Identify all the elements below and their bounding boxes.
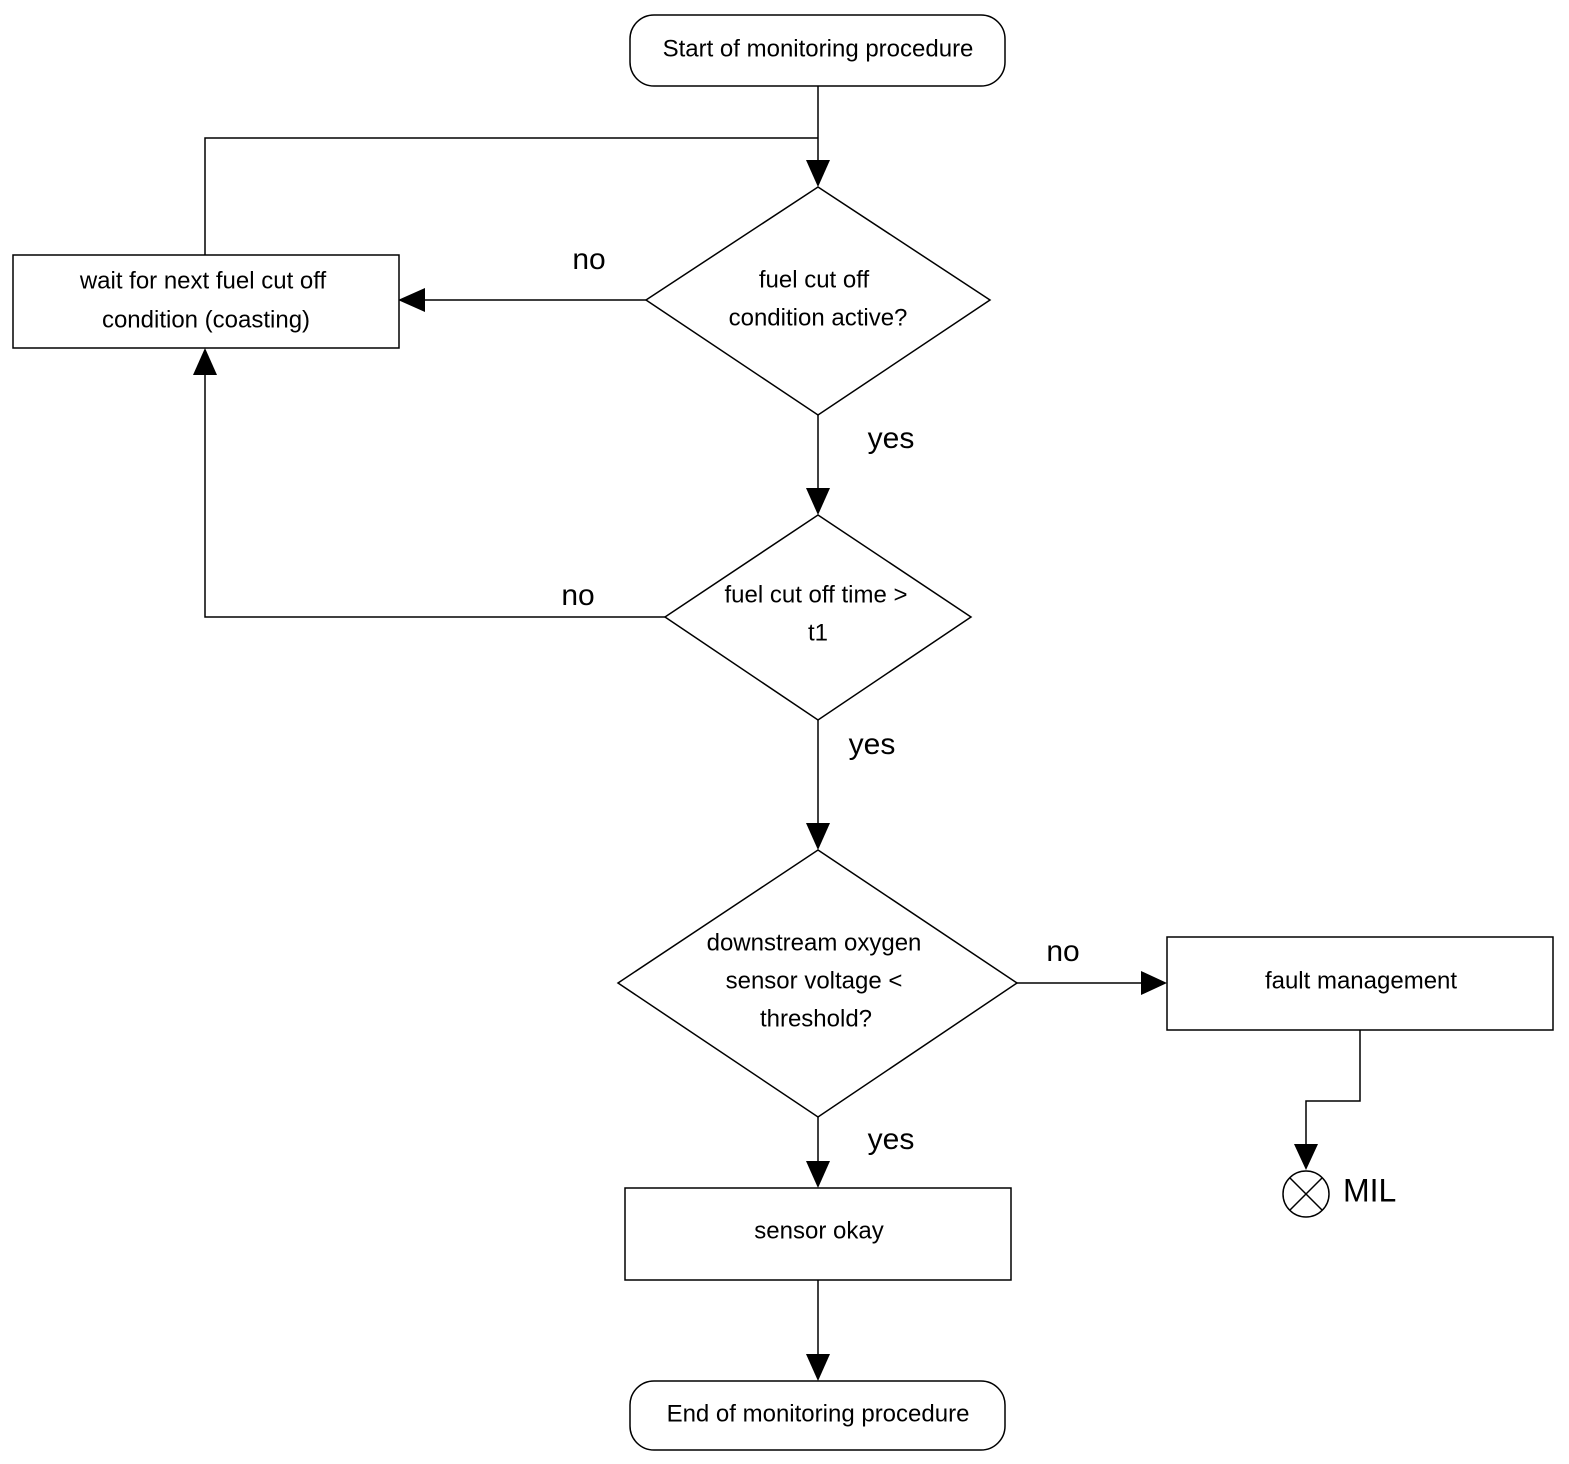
connector-time-no bbox=[204, 374, 665, 618]
connector-wait-loop-back bbox=[204, 137, 818, 255]
decision-fuel-cut-active-line1: fuel cut off bbox=[759, 266, 870, 293]
process-wait-next-fuel-cut-line2: condition (coasting) bbox=[102, 306, 310, 333]
process-wait-next-fuel-cut: wait for next fuel cut off condition (co… bbox=[12, 254, 400, 349]
edge-labels: no yes no yes no yes bbox=[561, 243, 1079, 1156]
arrowhead-to-voltage bbox=[806, 823, 830, 850]
process-wait-next-fuel-cut-line1: wait for next fuel cut off bbox=[79, 267, 327, 294]
decision-sensor-voltage-line1: downstream oxygen bbox=[707, 929, 922, 956]
decision-fuel-cut-time-line1: fuel cut off time > bbox=[725, 581, 908, 608]
decision-sensor-voltage: downstream oxygen sensor voltage < thres… bbox=[616, 849, 1019, 1118]
connectors bbox=[204, 86, 1361, 1356]
mil-lamp: MIL bbox=[1282, 1170, 1396, 1218]
arrowhead-to-wait-left bbox=[398, 288, 425, 312]
edge-label-time-no: no bbox=[561, 579, 594, 612]
decision-sensor-voltage-line3: threshold? bbox=[760, 1005, 872, 1032]
start-terminal-label: Start of monitoring procedure bbox=[663, 35, 974, 62]
edge-label-active-yes: yes bbox=[868, 422, 915, 455]
arrowhead-to-end bbox=[806, 1354, 830, 1381]
process-sensor-okay: sensor okay bbox=[624, 1187, 1012, 1281]
edge-label-voltage-yes: yes bbox=[868, 1123, 915, 1156]
mil-lamp-icon bbox=[1282, 1170, 1330, 1218]
arrowheads bbox=[193, 160, 1318, 1381]
decision-fuel-cut-time-line2: t1 bbox=[808, 619, 828, 646]
end-terminal: End of monitoring procedure bbox=[629, 1380, 1006, 1451]
process-fault-management-label: fault management bbox=[1265, 967, 1457, 994]
arrowhead-to-mil bbox=[1294, 1144, 1318, 1170]
edge-label-time-yes: yes bbox=[849, 728, 896, 761]
arrowhead-to-wait-bottom bbox=[193, 348, 217, 375]
arrowhead-to-active bbox=[806, 160, 830, 187]
decision-fuel-cut-time: fuel cut off time > t1 bbox=[663, 514, 973, 721]
process-fault-management: fault management bbox=[1166, 936, 1554, 1031]
end-terminal-label: End of monitoring procedure bbox=[667, 1400, 970, 1427]
process-sensor-okay-label: sensor okay bbox=[754, 1217, 883, 1244]
arrowhead-to-okay bbox=[806, 1161, 830, 1188]
connector-fault-to-mil bbox=[1305, 1030, 1361, 1146]
edge-label-active-no: no bbox=[572, 243, 605, 276]
decision-fuel-cut-active: fuel cut off condition active? bbox=[644, 186, 992, 416]
edge-label-voltage-no: no bbox=[1046, 935, 1079, 968]
mil-label: MIL bbox=[1343, 1172, 1396, 1208]
decision-sensor-voltage-line2: sensor voltage < bbox=[726, 967, 903, 994]
arrowhead-to-time bbox=[806, 488, 830, 515]
decision-fuel-cut-active-line2: condition active? bbox=[729, 304, 908, 331]
start-terminal: Start of monitoring procedure bbox=[629, 14, 1006, 87]
arrowhead-to-fault bbox=[1141, 971, 1167, 995]
